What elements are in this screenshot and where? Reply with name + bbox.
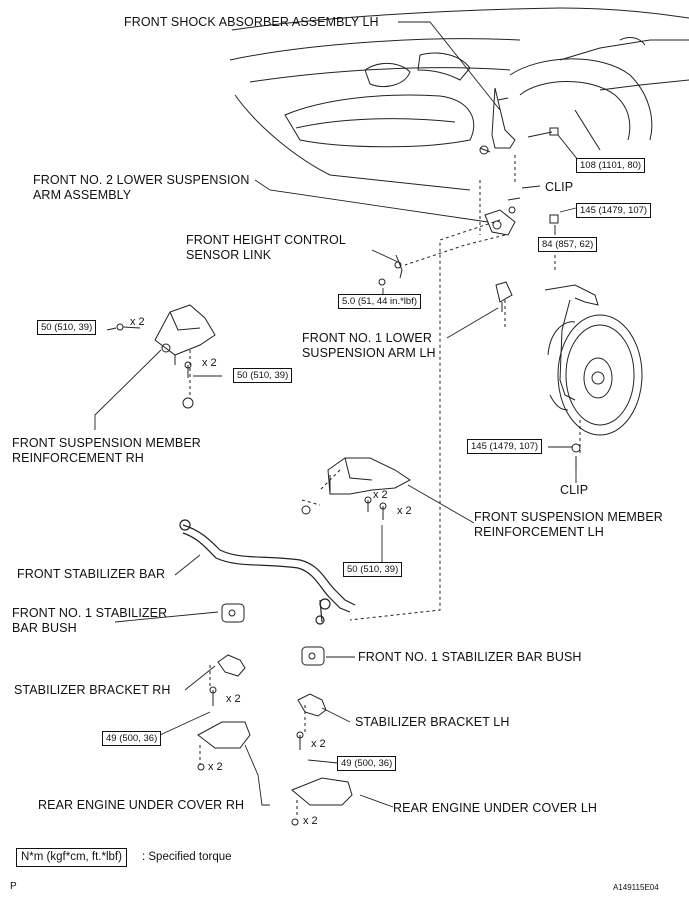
qty-member-lh-a: x 2 xyxy=(373,489,388,501)
label-front-no2-lower-arm-line1: FRONT NO. 2 LOWER SUSPENSION xyxy=(33,173,250,187)
torque-5: 5.0 (51, 44 in.*lbf) xyxy=(338,294,421,309)
label-front-stabilizer-bar: FRONT STABILIZER BAR xyxy=(17,567,166,581)
label-member-reinforcement-lh: FRONT SUSPENSION MEMBER REINFORCEMENT LH xyxy=(474,510,663,540)
lower-arm-no1-joint xyxy=(495,281,513,312)
label-stabilizer-bush-lh: FRONT NO. 1 STABILIZER BAR BUSH xyxy=(358,650,582,664)
label-height-control-link-line1: FRONT HEIGHT CONTROL xyxy=(186,233,346,247)
lower-arm-no2 xyxy=(484,197,559,236)
label-height-control-link-line2: SENSOR LINK xyxy=(186,248,272,262)
label-front-no2-lower-arm-line2: ARM ASSEMBLY xyxy=(33,188,132,202)
under-cover-lh xyxy=(291,777,353,826)
qty-member-rh-bolt: x 2 xyxy=(130,316,145,328)
knuckle-and-disc xyxy=(544,284,643,470)
label-stabilizer-bracket-rh: STABILIZER BRACKET RH xyxy=(14,683,171,697)
label-front-no1-lower-arm-line1: FRONT NO. 1 LOWER xyxy=(302,331,432,345)
label-member-reinforcement-rh-line2: REINFORCEMENT RH xyxy=(12,451,144,465)
stabilizer-bush-lh xyxy=(301,646,325,666)
qty-member-rh-lower: x 2 xyxy=(202,357,217,369)
label-stabilizer-bracket-lh: STABILIZER BRACKET LH xyxy=(355,715,510,729)
label-under-cover-lh: REAR ENGINE UNDER COVER LH xyxy=(393,801,598,815)
qty-cover-lh: x 2 xyxy=(303,815,318,827)
label-clip-bottom: CLIP xyxy=(560,483,589,497)
corner-mark-left: P xyxy=(10,881,17,892)
torque-84: 84 (857, 62) xyxy=(538,237,598,252)
under-cover-rh xyxy=(197,721,251,771)
torque-49-lh: 49 (500, 36) xyxy=(337,756,397,771)
vehicle-body-outline xyxy=(229,7,689,191)
shock-absorber xyxy=(479,87,516,155)
label-member-reinforcement-rh: FRONT SUSPENSION MEMBER REINFORCEMENT RH xyxy=(12,436,201,466)
label-front-shock-absorber: FRONT SHOCK ABSORBER ASSEMBLY LH xyxy=(124,15,379,29)
stabilizer-bracket-rh xyxy=(209,654,246,706)
label-height-control-link: FRONT HEIGHT CONTROL SENSOR LINK xyxy=(186,233,346,263)
qty-member-lh-b: x 2 xyxy=(397,505,412,517)
qty-bracket-lh: x 2 xyxy=(311,738,326,750)
label-under-cover-rh: REAR ENGINE UNDER COVER RH xyxy=(38,798,245,812)
label-stabilizer-bush-rh-line2: BAR BUSH xyxy=(12,621,77,635)
label-member-reinforcement-lh-line2: REINFORCEMENT LH xyxy=(474,525,604,539)
label-member-reinforcement-rh-line1: FRONT SUSPENSION MEMBER xyxy=(12,436,201,450)
label-stabilizer-bush-rh-line1: FRONT NO. 1 STABILIZER xyxy=(12,606,168,620)
legend-specified-torque: : Specified torque xyxy=(142,851,232,863)
label-clip-top: CLIP xyxy=(545,180,574,194)
label-front-no2-lower-arm: FRONT NO. 2 LOWER SUSPENSION ARM ASSEMBL… xyxy=(33,173,250,203)
stabilizer-bar xyxy=(179,519,356,625)
label-front-no1-lower-arm-line2: SUSPENSION ARM LH xyxy=(302,346,436,360)
label-member-reinforcement-lh-line1: FRONT SUSPENSION MEMBER xyxy=(474,510,663,524)
label-stabilizer-bush-rh: FRONT NO. 1 STABILIZER BAR BUSH xyxy=(12,606,167,636)
legend-torque-units: N*m (kgf*cm, ft.*lbf) xyxy=(16,848,127,867)
torque-50-lower: 50 (510, 39) xyxy=(343,562,403,577)
torque-50-mid: 50 (510, 39) xyxy=(233,368,293,383)
torque-49-rh: 49 (500, 36) xyxy=(102,731,162,746)
stabilizer-bush-rh xyxy=(221,603,245,623)
member-reinforcement-lh xyxy=(301,457,411,520)
torque-50-left: 50 (510, 39) xyxy=(37,320,97,335)
illustration-code: A149115E04 xyxy=(613,883,659,892)
member-reinforcement-rh xyxy=(116,304,216,409)
leader-lines xyxy=(94,21,577,808)
qty-cover-rh: x 2 xyxy=(208,761,223,773)
torque-108: 108 (1101, 80) xyxy=(576,158,646,173)
torque-145-bottom: 145 (1479, 107) xyxy=(467,439,543,454)
bolt-108 xyxy=(527,131,553,138)
label-front-no1-lower-arm: FRONT NO. 1 LOWER SUSPENSION ARM LH xyxy=(302,331,436,361)
qty-bracket-rh: x 2 xyxy=(226,693,241,705)
height-sensor-link xyxy=(378,254,403,286)
torque-145-top: 145 (1479, 107) xyxy=(576,203,652,218)
